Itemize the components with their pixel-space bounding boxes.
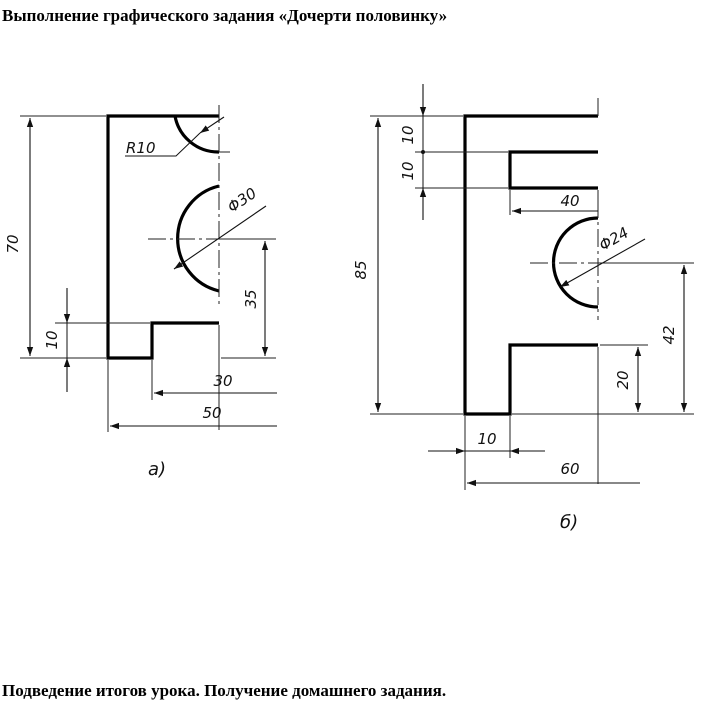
figure-b-d24-leader — [559, 238, 646, 288]
figure-b-dim-10a-label: 10 — [399, 125, 417, 144]
figure-b-outline — [463, 114, 598, 416]
figure-b-dim-60-label: 60 — [560, 460, 579, 478]
figure-a-r10-label: R10 — [126, 139, 156, 157]
figure-a-d30-label: Φ30 — [224, 184, 260, 216]
figure-a-dim-50-label: 50 — [202, 404, 221, 422]
figure-b-dim-10b-label: 10 — [399, 161, 417, 180]
figure-b-caption: б) — [560, 512, 578, 533]
figure-a-outline — [106, 114, 219, 360]
figure-b-dim-42-label: 42 — [660, 325, 678, 344]
page-title: Выполнение графического задания «Дочерти… — [2, 6, 448, 25]
figure-b-dim-20-label: 20 — [614, 370, 632, 389]
footer-heading: Подведение итогов урока. Получение домаш… — [2, 681, 447, 700]
figure-b-dim-10-label: 10 — [477, 430, 496, 448]
figure-a-d30-leader — [173, 205, 267, 270]
figure-b-extension-lines — [370, 98, 694, 490]
figure-a: 70 35 10 30 50 R10 Φ30 а) — [4, 105, 277, 480]
figure-b-slot — [508, 150, 598, 190]
figure-a-dim-10-label: 10 — [43, 330, 61, 349]
figure-a-extension-lines — [20, 115, 276, 432]
figure-b-dim-40-label: 40 — [560, 192, 579, 210]
figure-b-dim-85-label: 85 — [352, 260, 370, 279]
figure-b: 85 10 10 40 Φ24 42 20 10 60 б) — [352, 84, 694, 533]
figure-a-dim-30-label: 30 — [213, 372, 232, 390]
figure-a-r10-leader — [199, 116, 225, 134]
figure-a-dim-70-label: 70 — [4, 234, 22, 253]
figure-a-r10-arc — [173, 115, 220, 154]
figure-a-dim-35-label: 35 — [242, 289, 260, 308]
figure-a-caption: а) — [148, 459, 166, 480]
